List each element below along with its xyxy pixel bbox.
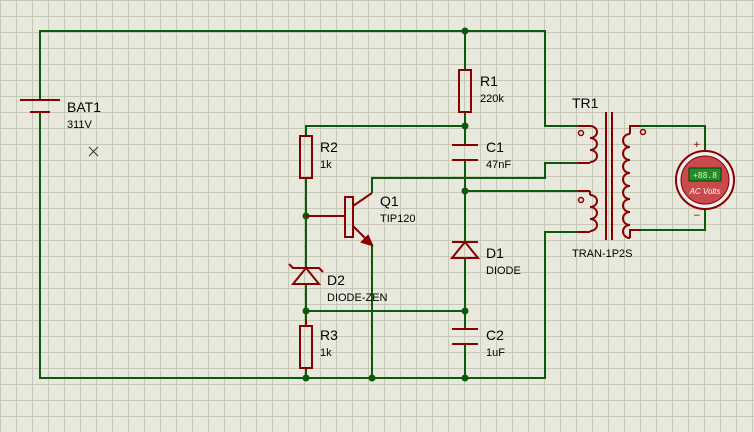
r2-value: 1k <box>320 159 332 171</box>
junction-dot <box>302 374 310 382</box>
primary-coil-2 <box>589 194 598 232</box>
c1-ref: C1 <box>486 139 504 155</box>
meter-plus-label: + <box>693 140 701 150</box>
zener-diode-d2[interactable]: D2 DIODE-ZEN <box>288 263 388 304</box>
junction-dot <box>461 374 469 382</box>
ac-voltmeter[interactable]: +88.8 AC Volts + − <box>675 140 735 221</box>
meter-reading: +88.8 <box>693 171 717 180</box>
primary-coil-1 <box>589 125 598 163</box>
meter-display <box>688 167 722 182</box>
r1-ref: R1 <box>480 73 498 89</box>
cross-marker-icon <box>88 146 99 157</box>
diode-triangle <box>449 240 481 259</box>
junction-dot <box>461 187 469 195</box>
capacitor-c1[interactable]: C1 47nF <box>452 139 511 171</box>
q1-value: TIP120 <box>380 213 415 225</box>
secondary-coil <box>622 133 631 239</box>
c2-ref: C2 <box>486 327 504 343</box>
junctions <box>302 27 469 382</box>
junction-dot <box>302 307 310 315</box>
polarity-dot-icon <box>577 129 585 137</box>
bat1-ref: BAT1 <box>67 99 101 115</box>
d1-ref: D1 <box>486 245 504 261</box>
resistor-body <box>458 69 472 113</box>
wire-meter-bottom[interactable] <box>640 206 706 231</box>
resistor-r1[interactable]: R1 220k <box>458 69 504 113</box>
wire-top[interactable] <box>39 30 578 127</box>
q1-ref: Q1 <box>380 193 399 209</box>
transistor-emitter-arrow <box>360 234 374 247</box>
tr1-ref: TR1 <box>572 95 599 111</box>
junction-dot <box>461 307 469 315</box>
zener-bar <box>288 263 324 273</box>
meter-label: AC Volts <box>689 187 721 196</box>
junction-dot <box>368 374 376 382</box>
transistor-q1[interactable]: Q1 TIP120 <box>306 192 415 247</box>
r1-value: 220k <box>480 93 504 105</box>
resistor-r3[interactable]: R3 1k <box>299 320 338 369</box>
transformer-lead <box>629 125 640 134</box>
r3-value: 1k <box>320 347 332 359</box>
wire-bat-bottom[interactable] <box>39 112 578 379</box>
zener-triangle <box>290 266 322 285</box>
resistor-body <box>299 325 313 369</box>
meter-minus-label: − <box>693 211 701 221</box>
wires <box>39 30 706 379</box>
junction-dot <box>461 27 469 35</box>
transformer-tr1[interactable]: TR1 TRAN-1P2S <box>572 95 647 260</box>
resistor-body <box>299 135 313 179</box>
transistor-base-bar <box>344 196 354 238</box>
d2-value: DIODE-ZEN <box>327 292 388 304</box>
transistor-collector <box>352 192 373 207</box>
diode-d1[interactable]: D1 DIODE <box>449 240 521 277</box>
r2-ref: R2 <box>320 139 338 155</box>
c2-value: 1uF <box>486 347 505 359</box>
resistor-r2[interactable]: R2 1k <box>299 135 338 179</box>
tr1-value: TRAN-1P2S <box>572 248 633 260</box>
bat1-value: 311V <box>67 119 93 131</box>
r3-ref: R3 <box>320 327 338 343</box>
d1-value: DIODE <box>486 265 521 277</box>
polarity-dot-icon <box>577 196 585 204</box>
capacitor-c2[interactable]: C2 1uF <box>452 327 505 359</box>
junction-dot <box>461 122 469 130</box>
battery-bat1[interactable]: BAT1 311V <box>20 99 101 131</box>
wire-r2-rail[interactable] <box>305 125 465 136</box>
transformer-lead <box>629 229 640 238</box>
polarity-dot-icon <box>639 128 647 136</box>
d2-ref: D2 <box>327 272 345 288</box>
wire-meter-top[interactable] <box>640 125 706 152</box>
wire-collector[interactable] <box>371 162 578 193</box>
c1-value: 47nF <box>486 159 511 171</box>
